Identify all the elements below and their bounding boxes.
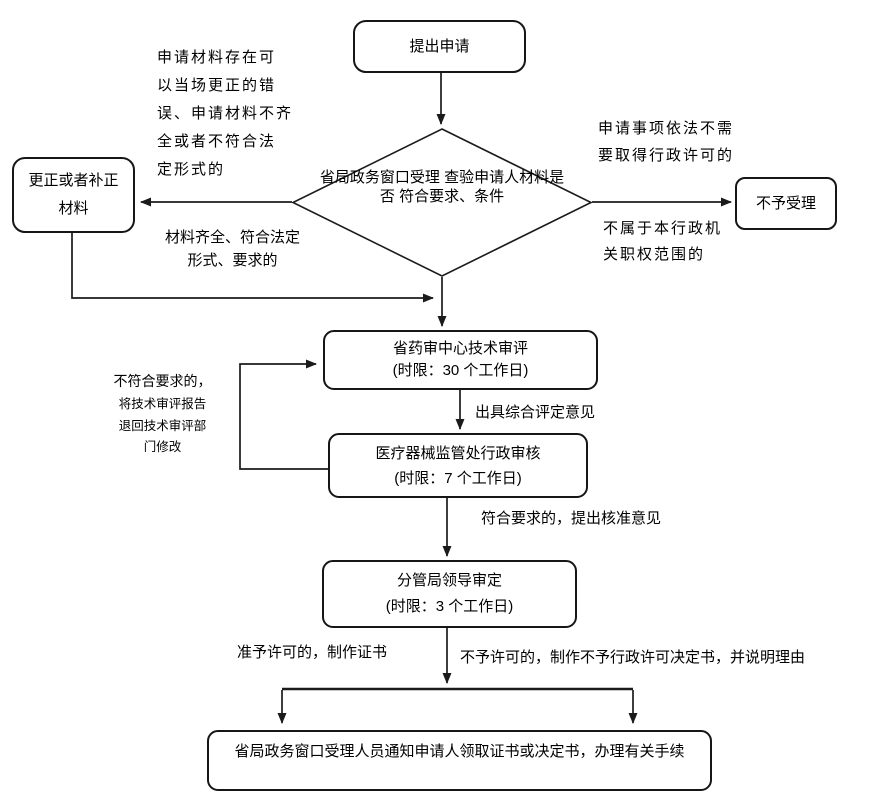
node-correct-line: 材料: [58, 200, 89, 217]
label-line: 全或者不符合法: [157, 133, 277, 150]
node-decision: 省局政务窗口受理 查验申请人材料是否 符合要求、条件: [317, 168, 567, 206]
label-line: 申请事项依法不需: [598, 120, 735, 137]
node-admin-review-line: 医疗器械监管处行政审核: [375, 444, 541, 462]
label-line: 不符合要求的，: [113, 373, 212, 389]
decision-diamond-shape: [291, 128, 593, 277]
node-tech-review-line: (时限：30 个工作日): [392, 362, 529, 379]
label-no-permit-needed: 申请事项依法不需 要取得行政许可的: [598, 115, 734, 169]
label-line: 退回技术审评部: [118, 418, 207, 433]
label-line: 要取得行政许可的: [598, 147, 735, 164]
node-leader-review-line: (时限：3 个工作日): [385, 598, 514, 615]
label-line: 关职权范围的: [603, 246, 706, 263]
node-correct-materials: 更正或者补正 材料: [12, 157, 135, 233]
node-start-label: 提出申请: [409, 37, 470, 55]
label-line: 定形式的: [157, 161, 226, 178]
label-line: 不属于本行政机: [603, 220, 723, 237]
node-tech-review: 省药审中心技术审评 (时限：30 个工作日): [323, 330, 598, 390]
edge-admin-feedback-to-tech-review: [239, 359, 328, 470]
node-reject-label: 不予受理: [755, 194, 816, 212]
label-materials-complete: 材料齐全、符合法定 形式、要求的: [150, 226, 315, 272]
label-feedback-return: 不符合要求的， 将技术审评报告 退回技术审评部 门修改: [90, 368, 235, 459]
node-start: 提出申请: [353, 20, 526, 73]
node-decision-line: 符合要求、条件: [399, 188, 505, 205]
node-notify-label: 省局政务窗口受理人员通知申请人领取证书或决定书，办理有关手续: [234, 743, 685, 760]
label-line: 材料齐全、符合法定: [164, 229, 300, 246]
node-decision-line: 省局政务窗口受理: [319, 169, 440, 186]
label-line: 以当场更正的错: [157, 77, 277, 94]
node-admin-review: 医疗器械监管处行政审核 (时限：7 个工作日): [328, 433, 588, 498]
node-notify: 省局政务窗口受理人员通知申请人领取证书或决定书，办理有关手续: [207, 730, 712, 791]
label-approval-opinion: 符合要求的，提出核准意见: [481, 510, 662, 527]
node-tech-review-line: 省药审中心技术审评: [392, 340, 528, 357]
label-deny-decision: 不予许可的，制作不予行政许可决定书，并说明理由: [460, 649, 806, 666]
label-correctable-errors: 申请材料存在可 以当场更正的错 误、申请材料不齐 全或者不符合法 定形式的: [157, 44, 293, 184]
edge-correct-to-main-line: [71, 231, 434, 303]
label-grant-certificate: 准予许可的，制作证书: [237, 644, 388, 661]
node-correct-line: 更正或者补正: [28, 172, 119, 189]
node-admin-review-line: (时限：7 个工作日): [394, 469, 522, 487]
node-reject: 不予受理: [735, 177, 837, 230]
label-line: 申请材料存在可: [157, 49, 277, 66]
label-line: 将技术审评报告: [118, 397, 207, 411]
node-leader-review: 分管局领导审定 (时限：3 个工作日): [322, 560, 577, 628]
label-line: 门修改: [143, 440, 182, 454]
node-leader-review-line: 分管局领导审定: [396, 572, 502, 589]
label-line: 误、申请材料不齐: [157, 105, 294, 122]
node-decision-line: 查验申请人材料是否: [379, 169, 565, 205]
label-line: 形式、要求的: [187, 252, 278, 269]
label-not-jurisdiction: 不属于本行政机 关职权范围的: [603, 216, 722, 268]
label-evaluation-opinion: 出具综合评定意见: [475, 404, 596, 421]
